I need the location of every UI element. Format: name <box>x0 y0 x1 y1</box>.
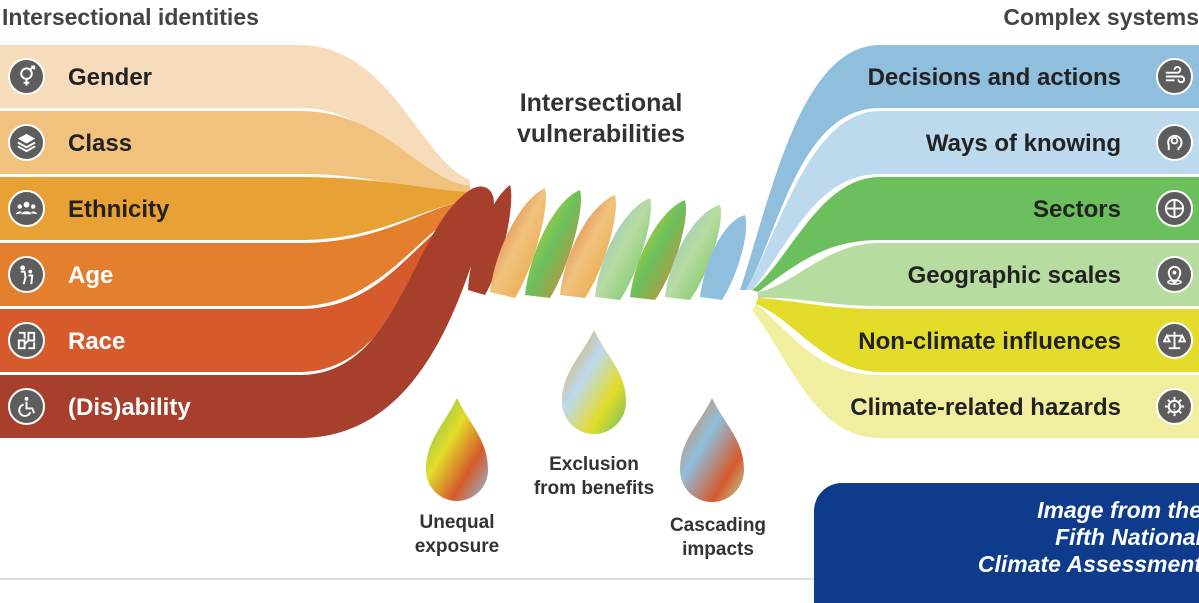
wheelchair-icon <box>8 388 45 425</box>
band-ethnicity <box>0 177 470 240</box>
left-heading: Intersectional identities <box>2 4 259 30</box>
hazard-icon <box>1156 388 1193 425</box>
mind-icon <box>1156 124 1193 161</box>
exclusion-line1: Exclusion <box>549 454 639 475</box>
band-gender <box>0 45 470 187</box>
identity-label-gender: Gender <box>68 64 153 91</box>
exclusion-line2: from benefits <box>533 478 655 499</box>
system-label-sectors: Sectors <box>1032 196 1121 223</box>
system-label-decisions: Decisions and actions <box>867 64 1121 91</box>
twisted-rope <box>468 185 747 300</box>
scales-icon <box>1156 322 1193 359</box>
band-class <box>0 111 470 193</box>
unequal-exposure-line1: Unequal <box>419 512 495 533</box>
exclusion-label: Exclusion from benefits <box>532 453 656 501</box>
band-race <box>0 212 470 372</box>
band-disability <box>0 186 494 438</box>
identity-label-class: Class <box>68 130 133 157</box>
age-icon <box>8 256 45 293</box>
system-label-nonclimate: Non-climate influences <box>858 328 1121 355</box>
unequal-exposure-line2: exposure <box>414 536 500 557</box>
center-title-line1: Intersectional <box>519 89 683 117</box>
credit-box: Image from the Fifth National Climate As… <box>814 483 1199 603</box>
band-sectors <box>752 177 1199 292</box>
credit-line2: Fifth National <box>1055 524 1199 550</box>
bottom-divider <box>0 578 814 580</box>
credit-line3: Climate Assessment <box>977 551 1199 577</box>
gender-icon <box>8 58 45 95</box>
cascading-line1: Cascading <box>669 515 767 536</box>
cascading-label: Cascading impacts <box>664 514 772 562</box>
band-decisions <box>740 45 1199 290</box>
right-heading: Complex systems <box>1003 4 1199 30</box>
unequal-exposure-label: Unequal exposure <box>408 511 506 559</box>
hands-icon <box>8 322 45 359</box>
band-nonclimate <box>756 298 1199 372</box>
cascading-line2: impacts <box>682 539 754 560</box>
system-label-hazards: Climate-related hazards <box>850 394 1121 421</box>
sectors-icon <box>1156 190 1193 227</box>
drop-exclusion <box>562 330 626 434</box>
credit-line1: Image from the <box>1037 497 1199 523</box>
center-title: Intersectional vulnerabilities <box>476 88 726 150</box>
layers-icon <box>8 124 45 161</box>
identity-label-age: Age <box>68 262 114 289</box>
band-hazards <box>752 304 1199 438</box>
wind-icon <box>1156 58 1193 95</box>
drop-unequal-exposure <box>426 398 488 501</box>
band-knowing <box>746 111 1199 290</box>
identity-label-ethnicity: Ethnicity <box>68 196 170 223</box>
band-geographic <box>758 243 1199 306</box>
system-label-knowing: Ways of knowing <box>925 130 1121 157</box>
identity-label-disability: (Dis)ability <box>68 394 191 421</box>
credit-text: Image from the Fifth National Climate As… <box>978 497 1199 578</box>
people-icon <box>8 190 45 227</box>
center-title-line2: vulnerabilities <box>516 120 686 148</box>
location-icon <box>1156 256 1193 293</box>
identity-label-race: Race <box>68 328 126 355</box>
system-label-geographic: Geographic scales <box>907 262 1121 289</box>
drop-cascading <box>680 398 744 502</box>
band-age <box>0 200 470 306</box>
